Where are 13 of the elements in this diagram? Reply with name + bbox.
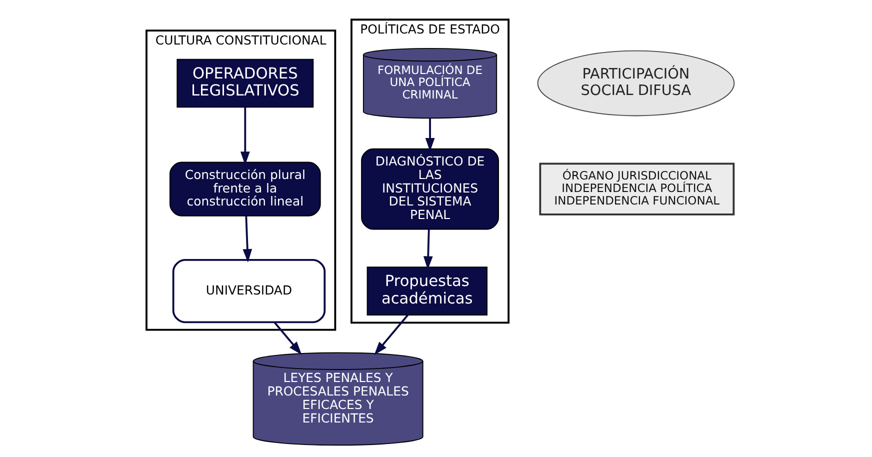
arrow xyxy=(240,107,250,166)
node-box: DIAGNÓSTICO DE LAS INSTITUCIONES DEL SISTEMA PENAL xyxy=(360,148,498,230)
node-box: Propuestas académicas xyxy=(366,266,487,316)
node-box: Construcción plural frente a la construcción lineal xyxy=(168,162,320,216)
arrow xyxy=(374,314,408,356)
node-ellipse: PARTICIPACIÓN SOCIAL DIFUSA xyxy=(536,50,734,116)
node-box: UNIVERSIDAD xyxy=(172,258,326,324)
arrow xyxy=(422,229,432,270)
node-box: ÓRGANO JURISDICCIONAL INDEPENDENCIA POLÍTICA INDEPENDENCIA FUNCIONAL xyxy=(538,162,734,216)
arrow xyxy=(242,216,252,262)
arrow xyxy=(273,322,302,355)
node-box: OPERADORES LEGISLATIVOS xyxy=(176,58,314,108)
arrow xyxy=(424,118,434,152)
